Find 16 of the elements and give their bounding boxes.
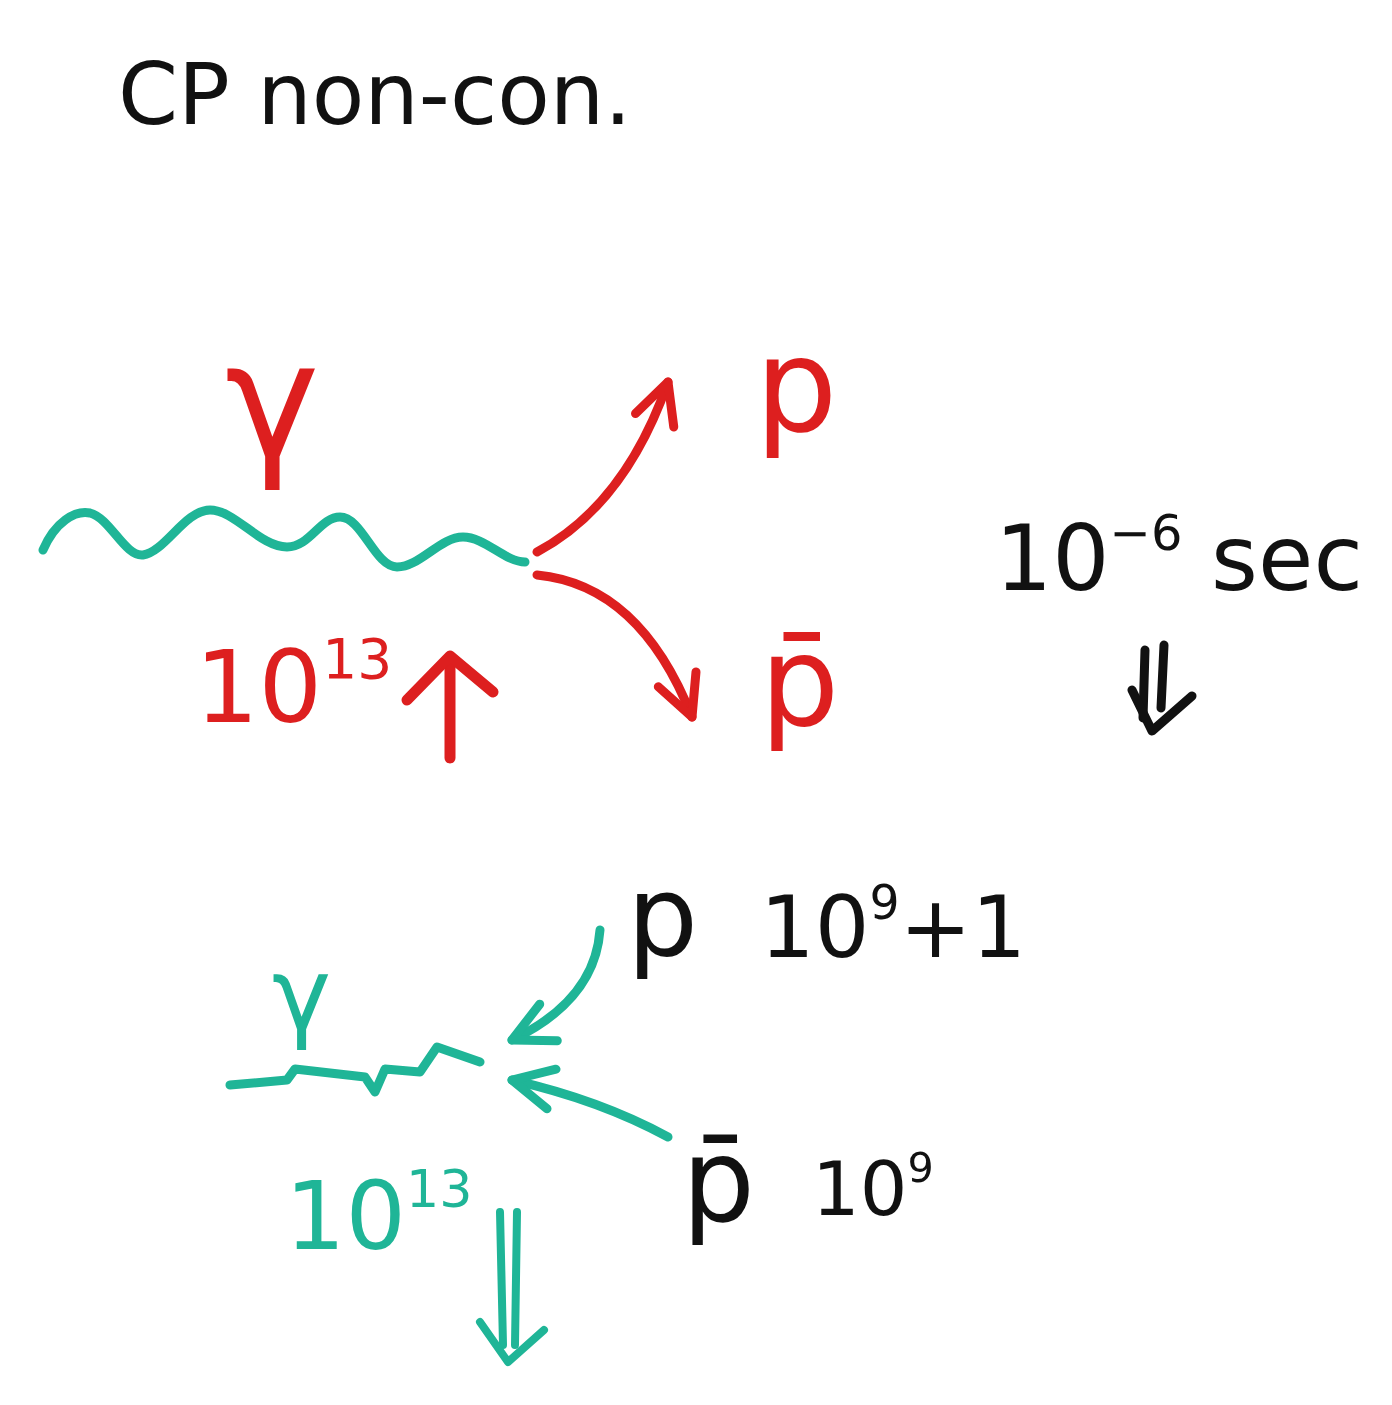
arrow [532, 570, 700, 722]
antiparticle-label: p̄ [760, 608, 840, 756]
gamma-label: γ [225, 307, 320, 497]
gamma-label: γ [272, 935, 332, 1055]
count-label: 10$^{9}$ [812, 1144, 934, 1234]
time-label: 10$^{−6}$ sec [995, 505, 1363, 613]
arrow [507, 1065, 673, 1142]
particle-label: p [755, 309, 838, 464]
arrow [507, 925, 605, 1045]
title: CP non-con. [118, 43, 632, 146]
count-label: 10$^{13}$ [195, 628, 393, 748]
particle-label: p [627, 851, 699, 984]
count-label: 10$^{9}$+1 [760, 876, 1027, 979]
arrow [532, 377, 678, 557]
antiparticle-label: p̄ [682, 1113, 755, 1250]
count-label: 10$^{13}$ [285, 1159, 473, 1273]
